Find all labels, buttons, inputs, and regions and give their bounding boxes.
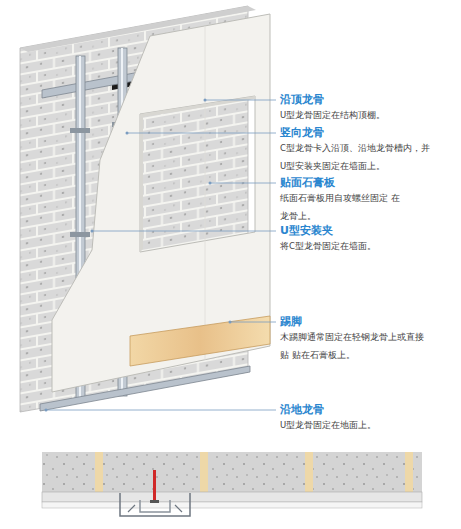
part-name: U型安装夹 bbox=[280, 224, 455, 238]
section-detail bbox=[42, 452, 422, 516]
part-name: 踢脚 bbox=[280, 315, 455, 329]
part-note: U型龙骨固定在结构顶棚。 bbox=[280, 106, 455, 124]
part-name: 贴面石膏板 bbox=[280, 176, 455, 190]
part-name: 沿地龙骨 bbox=[280, 403, 455, 417]
part-note: 纸面石膏板用自攻螺丝固定 在龙骨上。 bbox=[280, 189, 402, 225]
part-name: 沿顶龙骨 bbox=[280, 93, 455, 107]
part-note: C型龙骨卡入沿顶、沿地龙骨槽内，并 U型安装夹固定在墙面上。 bbox=[280, 139, 432, 175]
part-note: 木踢脚通常固定在轻钢龙骨上或直接贴 贴在石膏板上。 bbox=[280, 328, 432, 364]
part-name: 竖向龙骨 bbox=[280, 126, 455, 140]
part-note: U型龙骨固定在地面上。 bbox=[280, 416, 455, 434]
part-note: 将C型龙骨固定在墙面。 bbox=[280, 237, 455, 255]
